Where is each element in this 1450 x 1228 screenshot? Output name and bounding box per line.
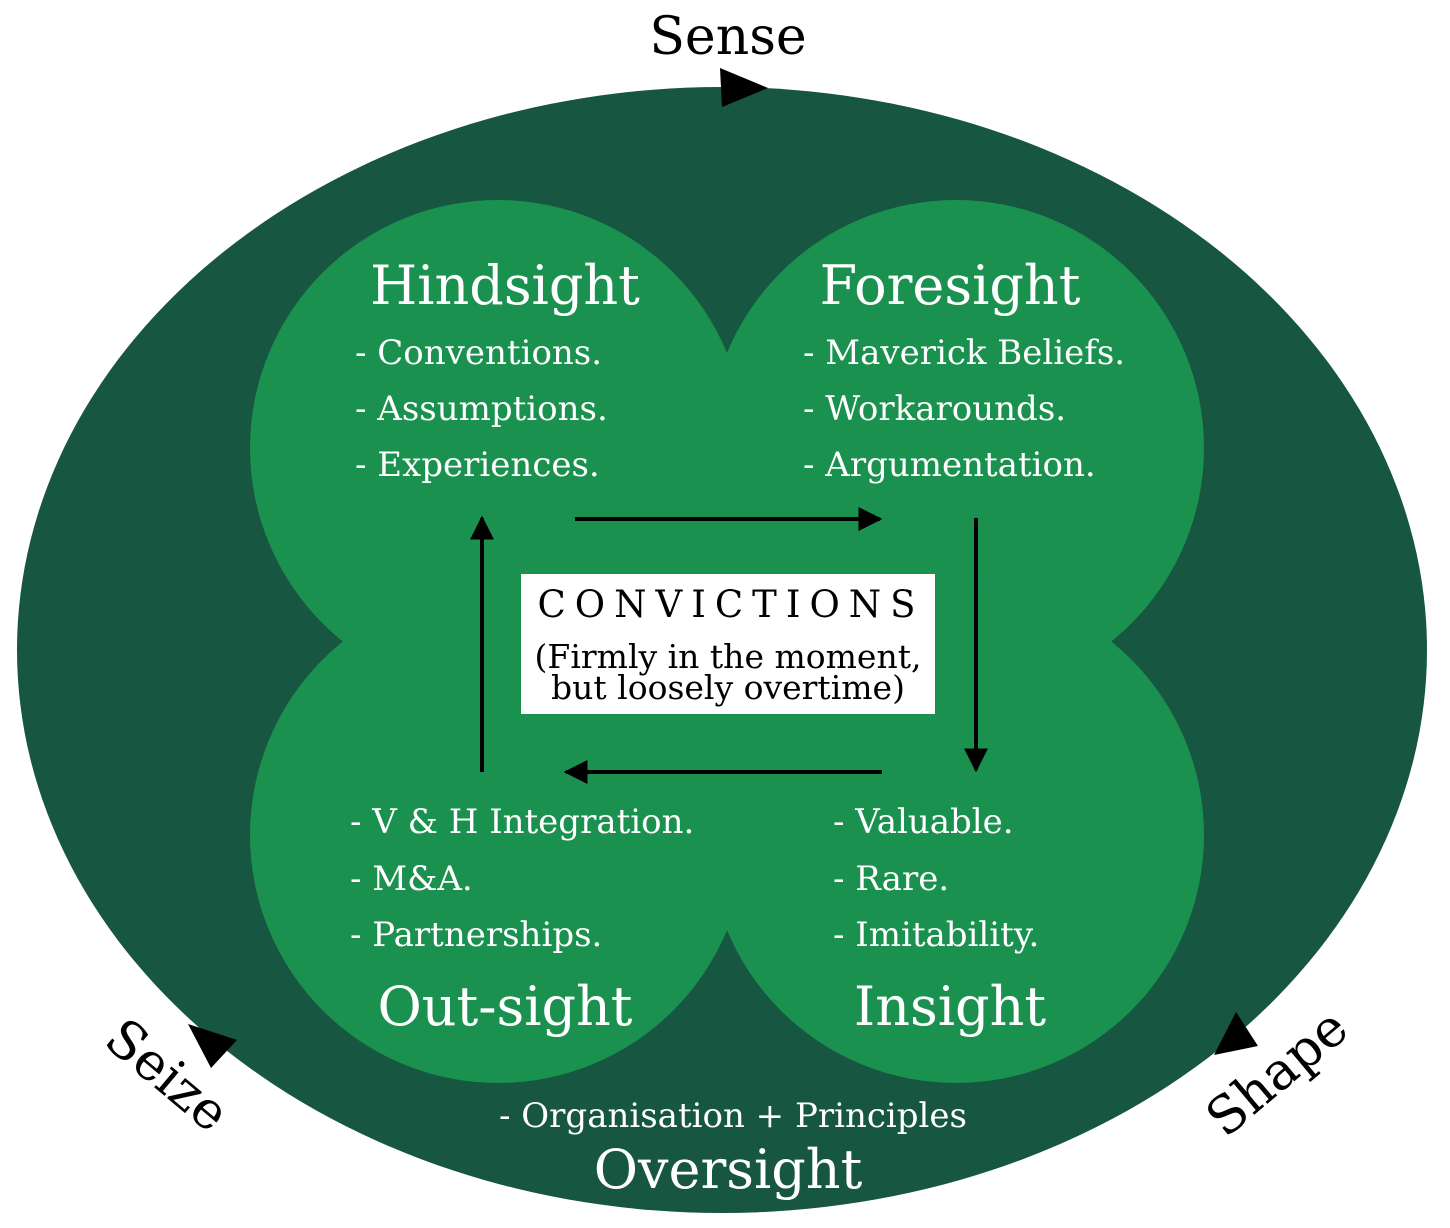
convictions-box: CONVICTIONS (Firmly in the moment, but l… bbox=[521, 574, 935, 714]
convictions-background bbox=[521, 574, 935, 714]
convictions-title: CONVICTIONS bbox=[537, 583, 924, 626]
foresight-item: - Maverick Beliefs. bbox=[803, 333, 1125, 373]
sense-label: Sense bbox=[649, 7, 806, 67]
hindsight-item: - Assumptions. bbox=[355, 389, 608, 429]
foresight-title: Foresight bbox=[820, 254, 1081, 317]
foresight-quadrant: Foresight - Maverick Beliefs. - Workarou… bbox=[803, 254, 1125, 485]
sense-arrow-icon bbox=[720, 68, 768, 107]
insight-item: - Imitability. bbox=[833, 915, 1039, 955]
convictions-line-2: but loosely overtime) bbox=[551, 668, 905, 707]
hindsight-quadrant: Hindsight - Conventions. - Assumptions. … bbox=[355, 254, 640, 485]
oversight-item: - Organisation + Principles bbox=[499, 1096, 967, 1136]
outsight-item: - Partnerships. bbox=[350, 915, 602, 955]
shape-arrow-icon bbox=[1214, 1012, 1258, 1055]
outsight-item: - V & H Integration. bbox=[350, 802, 694, 842]
outsight-quadrant: - V & H Integration. - M&A. - Partnershi… bbox=[350, 802, 694, 1038]
insight-item: - Valuable. bbox=[833, 802, 1014, 842]
convictions-line-1: (Firmly in the moment, bbox=[535, 637, 922, 676]
insight-quadrant: - Valuable. - Rare. - Imitability. Insig… bbox=[833, 802, 1046, 1038]
outsight-item: - M&A. bbox=[350, 859, 473, 899]
hindsight-item: - Conventions. bbox=[355, 333, 602, 373]
insight-item: - Rare. bbox=[833, 859, 949, 899]
insight-title: Insight bbox=[854, 975, 1046, 1038]
outsight-title: Out-sight bbox=[377, 975, 632, 1038]
oversight-section: - Organisation + Principles Oversight bbox=[499, 1096, 967, 1201]
hindsight-title: Hindsight bbox=[370, 254, 640, 317]
foresight-item: - Workarounds. bbox=[803, 389, 1066, 429]
foresight-item: - Argumentation. bbox=[803, 445, 1096, 485]
oversight-title: Oversight bbox=[594, 1138, 863, 1201]
hindsight-item: - Experiences. bbox=[355, 445, 600, 485]
seize-arrow-icon bbox=[188, 1024, 237, 1068]
cycle-arrows bbox=[470, 507, 988, 784]
